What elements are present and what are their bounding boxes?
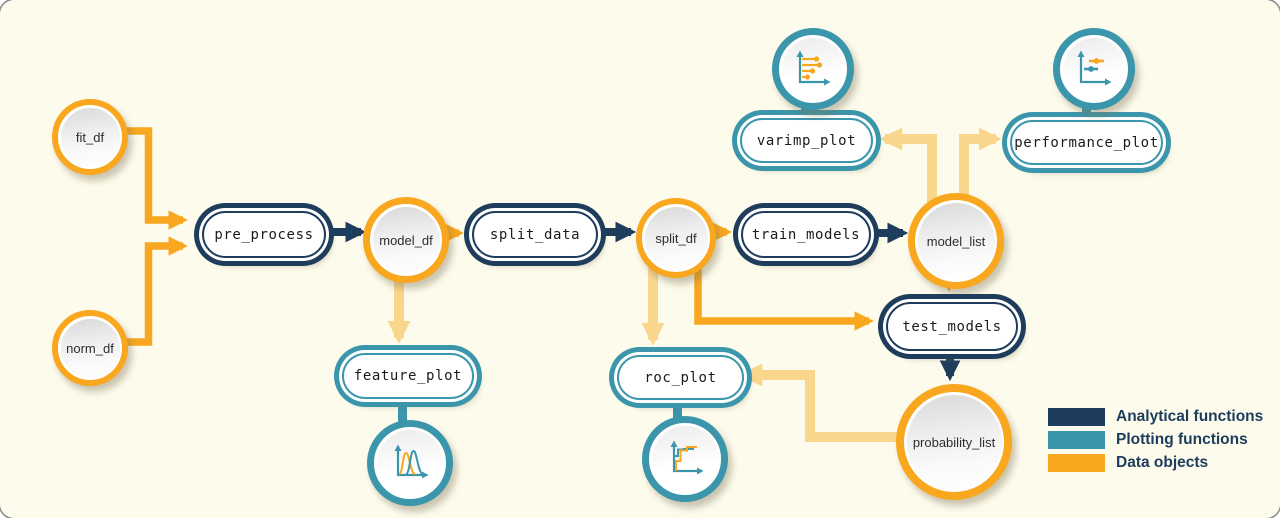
performance-icon-circle [1053, 28, 1135, 110]
node-label: pre_process [214, 226, 314, 243]
legend-label-analytical: Analytical functions [1116, 408, 1264, 425]
legend-label-plotting: Plotting functions [1116, 431, 1248, 448]
node-fit-df: fit_df [52, 99, 128, 175]
edge-modellist-varimpplot [879, 127, 937, 215]
node-label: norm_df [66, 340, 114, 356]
pointrange-chart-icon [1077, 50, 1112, 86]
node-train-models: train_models [741, 211, 871, 258]
node-varimp-plot: varimp_plot [740, 118, 873, 163]
edge-normdf-preprocess [116, 236, 188, 346]
node-test-models: test_models [886, 302, 1018, 351]
node-performance-plot: performance_plot [1010, 120, 1163, 165]
density-plot-icon [394, 444, 429, 479]
edge-probabilitylist-rocplot [739, 363, 899, 442]
node-label: model_list [926, 233, 986, 249]
roc-icon-circle [642, 416, 728, 502]
node-label: test_models [902, 318, 1002, 335]
node-feature-plot: feature_plot [342, 353, 474, 399]
node-label: feature_plot [353, 368, 463, 384]
node-split-df: split_df [636, 198, 716, 278]
edge-modellist-performanceplot [959, 127, 1002, 215]
node-label: split_data [489, 226, 581, 243]
node-label: varimp_plot [756, 132, 857, 149]
varimp-icon-circle [772, 28, 854, 110]
node-label: probability_list [912, 434, 996, 450]
node-label: performance_plot [1014, 134, 1159, 151]
analytical-color-swatch [1048, 408, 1105, 426]
node-label: model_df [379, 232, 433, 248]
node-roc-plot: roc_plot [617, 355, 744, 400]
node-model-df: model_df [363, 197, 449, 283]
node-probability-list: probability_list [896, 384, 1012, 500]
roc-curve-icon [670, 440, 704, 475]
lollipop-chart-icon [796, 50, 831, 86]
legend-row-plotting: Plotting functions [1048, 431, 1263, 449]
legend-row-analytical: Analytical functions [1048, 408, 1263, 426]
node-split-data: split_data [472, 211, 598, 258]
roc-plot-stem [673, 402, 682, 418]
node-label: split_df [655, 230, 697, 246]
legend: Analytical functions Plotting functions … [1048, 408, 1263, 472]
edge-fitdf-preprocess [116, 127, 188, 230]
feature-plot-stem [398, 400, 407, 422]
node-pre-process: pre_process [202, 211, 326, 258]
legend-row-data: Data objects [1048, 454, 1263, 472]
legend-label-data: Data objects [1116, 454, 1209, 471]
feature-icon-circle [367, 420, 453, 506]
data-color-swatch [1048, 454, 1105, 472]
node-label: roc_plot [644, 369, 717, 386]
node-model-list: model_list [908, 193, 1004, 289]
node-norm-df: norm_df [52, 310, 128, 386]
node-label: train_models [751, 226, 861, 243]
plotting-color-swatch [1048, 431, 1105, 449]
node-label: fit_df [75, 129, 105, 145]
